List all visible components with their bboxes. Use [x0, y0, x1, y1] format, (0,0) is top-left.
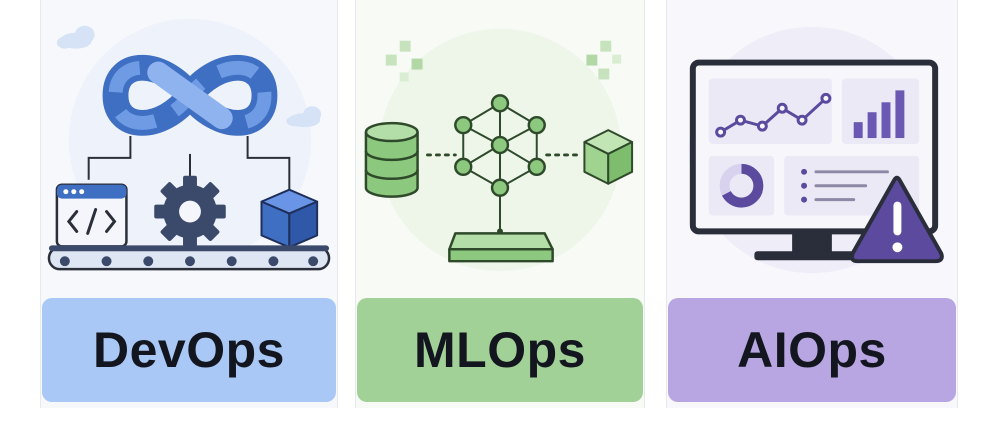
mlops-illustration — [364, 28, 634, 272]
list-icon — [801, 168, 889, 203]
donut-chart-icon — [719, 163, 764, 208]
warning-triangle-icon — [849, 175, 944, 264]
mlops-label: MLOps — [357, 298, 643, 402]
bar-chart-icon — [853, 90, 905, 139]
devops-panel: DevOps — [40, 0, 338, 408]
aiops-panel: AIOps — [666, 0, 958, 408]
neural-network-icon — [454, 94, 546, 235]
cube-icon — [260, 188, 319, 249]
aiops-illustration — [688, 26, 944, 274]
infinity-loop-icon — [102, 54, 278, 136]
platform-icon — [448, 232, 554, 263]
pixel-icon — [586, 40, 622, 80]
cube-icon — [583, 129, 634, 185]
conveyor-belt-icon — [47, 245, 331, 271]
cloud-icon — [286, 106, 322, 128]
line-chart-icon — [715, 92, 832, 138]
pixel-icon — [385, 40, 423, 82]
database-icon — [364, 121, 419, 198]
code-window-icon — [55, 183, 128, 248]
mlops-panel: MLOps — [355, 0, 645, 408]
cloud-icon — [56, 25, 95, 49]
gear-icon — [154, 175, 226, 248]
devops-illustration — [47, 18, 331, 271]
devops-label: DevOps — [42, 298, 336, 402]
aiops-label: AIOps — [668, 298, 956, 402]
